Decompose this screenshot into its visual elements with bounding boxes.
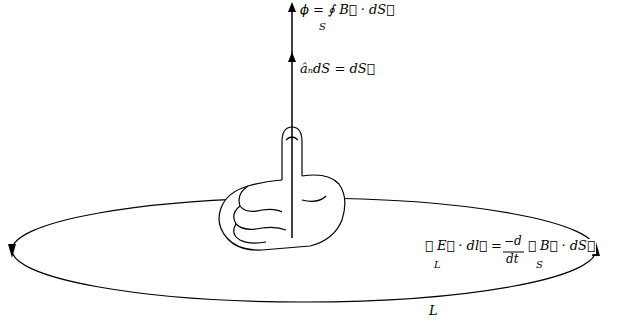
fraction-denominator: dt — [505, 253, 520, 267]
finger-line — [262, 209, 282, 212]
faraday-rhs: ∮ B⃗ · dS⃗ — [527, 239, 596, 254]
flux-arrowhead — [288, 2, 296, 12]
hand-drawing — [219, 127, 345, 250]
fist — [219, 175, 345, 250]
finger-line — [234, 224, 266, 243]
loop-label: L — [428, 304, 439, 319]
integral-subscript: S — [535, 259, 544, 271]
finger-line — [239, 186, 262, 211]
normal-arrowhead — [288, 52, 296, 62]
thumb-crease — [302, 196, 326, 201]
flux-formula: ϕ = ∮ B⃗ · dS⃗ — [299, 3, 395, 18]
faraday-lhs: ∮ E⃗ · dl⃗ = — [424, 239, 503, 254]
integral-subscript: S — [318, 21, 327, 33]
fraction-numerator: −d — [503, 235, 523, 249]
integral-subscript: L — [433, 259, 442, 271]
normal-vector-line — [291, 6, 293, 238]
loop-arrowhead — [8, 244, 16, 258]
finger-line — [262, 227, 286, 230]
finger-line — [234, 206, 262, 229]
normal-vector-formula: âₙdS = dS⃗ — [299, 62, 375, 77]
